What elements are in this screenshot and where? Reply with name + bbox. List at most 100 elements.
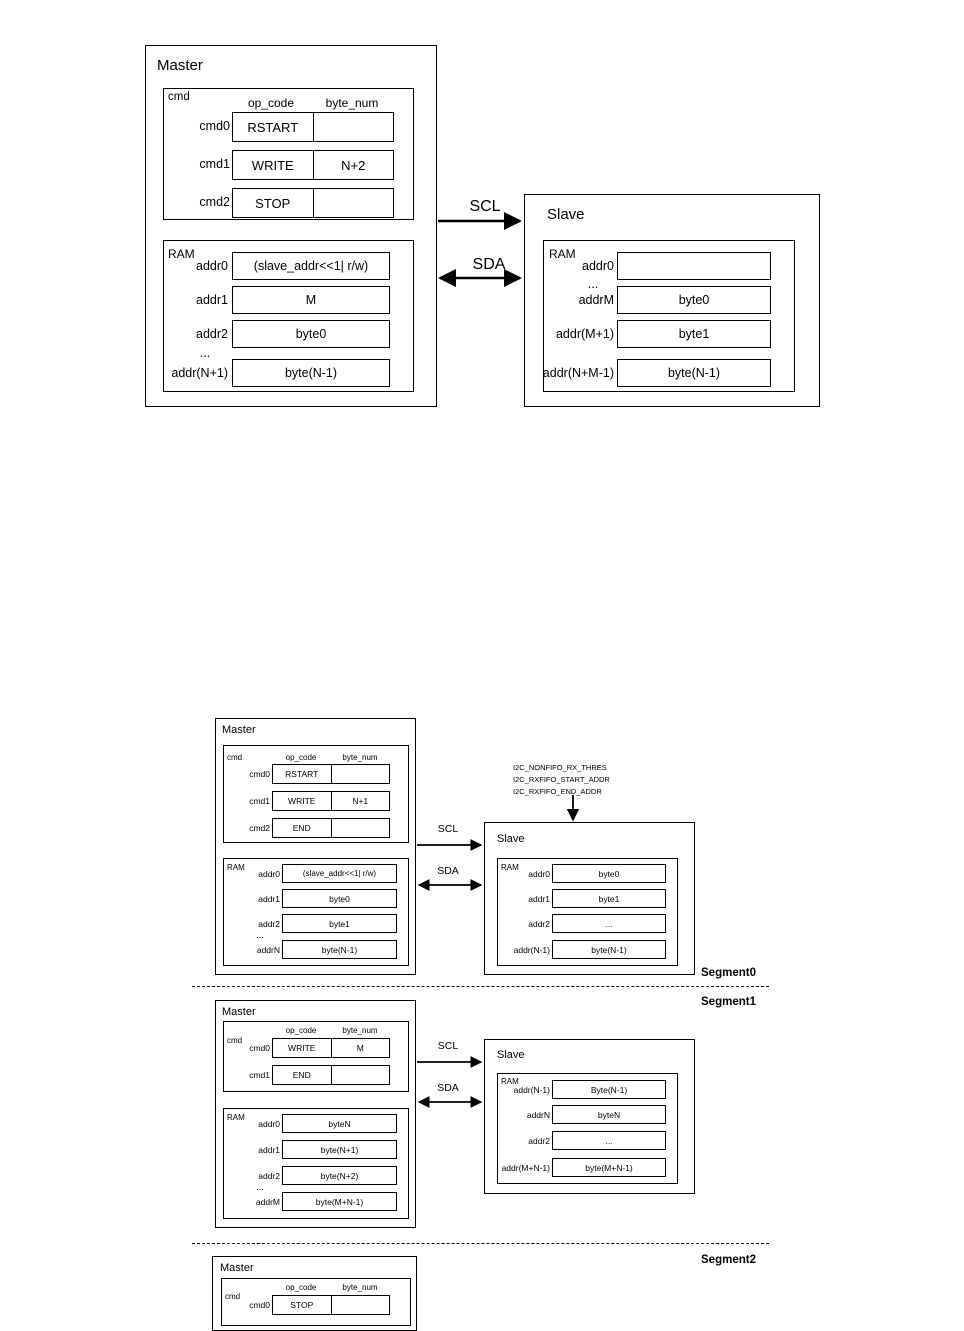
fig2-seg1-master-ram-row-3: byte(M+N-1) [282, 1192, 397, 1211]
fig2-seg0-slave-ram-addr-2: addr2 [528, 919, 550, 929]
fig2-seg2-cmd-row-0: STOP [272, 1295, 390, 1315]
fig2-seg1-cmd-row-0: WRITE M [272, 1038, 390, 1058]
fig1-master-cmd-box [163, 88, 414, 220]
fig1-master-ram-group-label: RAM [168, 247, 195, 261]
fig2-seg2-master-cmd-group-label: cmd [225, 1292, 241, 1301]
fig2-seg0-master-ram-addr-0: addr0 [258, 869, 280, 879]
fig1-master-ram-addr-3: addr(N+1) [171, 366, 228, 380]
fig1-slave-ram-addr-0: addr0 [582, 259, 614, 273]
fig1-slave-ram-ellipsis: ... [587, 276, 599, 291]
fig2-seg0-annotation-line-0: I2C_NONFIFO_RX_THRES [513, 763, 607, 772]
fig2-seg0-slave-box [484, 822, 695, 975]
fig2-seg0-cmd-header-byte-num: byte_num [342, 753, 378, 762]
fig2-seg1-cmd-header-op-code: op_code [285, 1026, 317, 1035]
fig1-scl-label: SCL [469, 198, 501, 215]
fig2-seg2-cmd-row-0-byte-num [332, 1296, 390, 1314]
fig1-slave-ram-row-3: byte(N-1) [617, 359, 771, 387]
fig1-sda-label: SDA [472, 256, 506, 273]
fig2-seg1-master-ram-addr-1: addr1 [258, 1145, 280, 1155]
fig2-seg0-slave-ram-addr-0: addr0 [528, 869, 550, 879]
fig2-seg1-sda-label: SDA [437, 1082, 459, 1094]
fig2-seg0-master-title: Master [222, 724, 256, 736]
fig2-seg0-slave-ram-group-label: RAM [501, 863, 519, 872]
fig2-seg0-slave-ram-addr-3: addr(N-1) [513, 945, 550, 955]
fig2-seg1-master-ram-row-1: byte(N+1) [282, 1140, 397, 1159]
fig2-seg0-scl-label: SCL [437, 823, 459, 835]
fig2-seg1-master-cmd-box [223, 1021, 409, 1092]
fig1-master-cmd-row-1: WRITE N+2 [232, 150, 394, 180]
fig2-divider-segment1-segment2 [192, 1243, 769, 1244]
fig2-seg1-master-ram-ellipsis: ... [256, 1182, 264, 1192]
fig1-slave-ram-addr-1: addrM [578, 293, 614, 307]
fig2-seg0-slave-title: Slave [497, 833, 525, 845]
fig2-seg1-cmd-row-1: END [272, 1065, 390, 1085]
fig1-slave-ram-row-2: byte1 [617, 320, 771, 348]
fig1-master-cmd-row-2-byte-num [314, 189, 394, 217]
fig1-slave-box [524, 194, 820, 407]
fig2-seg0-master-ram-row-1: byte0 [282, 889, 397, 908]
fig2-seg1-master-ram-group-label: RAM [227, 1113, 245, 1122]
fig2-seg1-scl-label: SCL [437, 1040, 459, 1052]
fig2-seg0-cmd-row-1: WRITE N+1 [272, 791, 390, 811]
fig1-master-title: Master [157, 57, 203, 74]
fig2-seg1-master-ram-addr-2: addr2 [258, 1171, 280, 1181]
fig2-seg1-master-ram-row-0: byteN [282, 1114, 397, 1133]
fig2-seg0-slave-ram-row-1: byte1 [552, 889, 666, 908]
fig2-seg1-master-ram-box [223, 1108, 409, 1219]
fig2-seg0-slave-ram-row-0: byte0 [552, 864, 666, 883]
fig2-seg0-slave-ram-box [497, 858, 678, 966]
fig2-seg1-slave-ram-addr-1: addrN [526, 1110, 550, 1120]
fig1-master-cmd-row-0-byte-num [314, 113, 394, 141]
fig1-master-ram-row-3: byte(N-1) [232, 359, 390, 387]
fig2-seg0-slave-ram-row-3: byte(N-1) [552, 940, 666, 959]
fig2-seg2-master-title: Master [220, 1262, 254, 1274]
fig2-segment2-label: Segment2 [701, 1254, 756, 1266]
fig2-seg0-master-ram-addr-3: addrN [256, 945, 280, 955]
fig2-seg1-slave-ram-box [497, 1073, 678, 1184]
fig1-slave-ram-box [543, 240, 795, 392]
fig2-seg1-master-ram-addr-3: addrM [255, 1197, 280, 1207]
fig1-master-ram-addr-0: addr0 [196, 259, 228, 273]
fig1-slave-ram-row-1: byte0 [617, 286, 771, 314]
fig2-seg0-master-ram-ellipsis: ... [256, 930, 264, 940]
fig2-seg1-slave-ram-addr-0: addr(N-1) [513, 1085, 550, 1095]
fig1-slave-title: Slave [547, 206, 585, 223]
fig2-seg1-slave-title: Slave [497, 1049, 525, 1061]
fig2-seg0-cmd-header-op-code: op_code [285, 753, 317, 762]
fig2-seg1-slave-ram-row-3: byte(M+N-1) [552, 1158, 666, 1177]
fig2-seg0-cmd-row-label-1: cmd1 [249, 796, 270, 806]
fig2-seg0-sda-label: SDA [437, 865, 459, 877]
fig2-seg0-slave-ram-addr-1: addr1 [528, 894, 550, 904]
fig2-seg0-cmd-row-2-byte-num [332, 819, 390, 837]
fig1-master-cmd-header-op-code: op_code [247, 96, 295, 110]
fig2-seg0-master-cmd-group-label: cmd [227, 753, 243, 762]
fig2-seg1-cmd-row-label-1: cmd1 [249, 1070, 270, 1080]
fig2-seg0-cmd-row-1-op-code: WRITE [273, 792, 332, 810]
fig2-seg0-slave-ram-row-2: ... [552, 914, 666, 933]
fig2-seg0-cmd-row-2-op-code: END [273, 819, 332, 837]
fig2-seg1-slave-ram-group-label: RAM [501, 1077, 519, 1086]
fig2-seg0-master-box [215, 718, 416, 975]
fig1-master-cmd-group-label: cmd [168, 91, 190, 103]
fig1-master-ram-ellipsis: ... [199, 345, 211, 360]
fig1-master-ram-row-1: M [232, 286, 390, 314]
fig1-master-ram-box [163, 240, 414, 392]
fig1-master-ram-addr-2: addr2 [196, 327, 228, 341]
fig2-seg2-cmd-header-op-code: op_code [285, 1283, 317, 1292]
fig1-master-cmd-row-2-op-code: STOP [233, 189, 314, 217]
fig2-seg1-cmd-row-1-op-code: END [273, 1066, 332, 1084]
fig2-seg0-master-ram-addr-2: addr2 [258, 919, 280, 929]
fig2-seg1-cmd-row-label-0: cmd0 [249, 1043, 270, 1053]
fig2-seg0-annotation-line-1: I2C_RXFIFO_START_ADDR [513, 775, 610, 784]
fig2-seg0-cmd-row-0-byte-num [332, 765, 390, 783]
fig1-master-cmd-row-label-1: cmd1 [199, 157, 230, 171]
fig2-seg0-annotation-line-2: I2C_RXFIFO_END_ADDR [513, 787, 602, 796]
fig2-seg2-cmd-row-0-op-code: STOP [273, 1296, 332, 1314]
fig2-segment0-label: Segment0 [701, 967, 756, 979]
fig2-seg0-master-ram-row-3: byte(N-1) [282, 940, 397, 959]
fig1-master-cmd-row-1-op-code: WRITE [233, 151, 314, 179]
fig1-slave-ram-addr-3: addr(N+M-1) [542, 366, 614, 380]
fig2-seg2-cmd-header-byte-num: byte_num [342, 1283, 378, 1292]
fig2-seg0-cmd-row-0: RSTART [272, 764, 390, 784]
